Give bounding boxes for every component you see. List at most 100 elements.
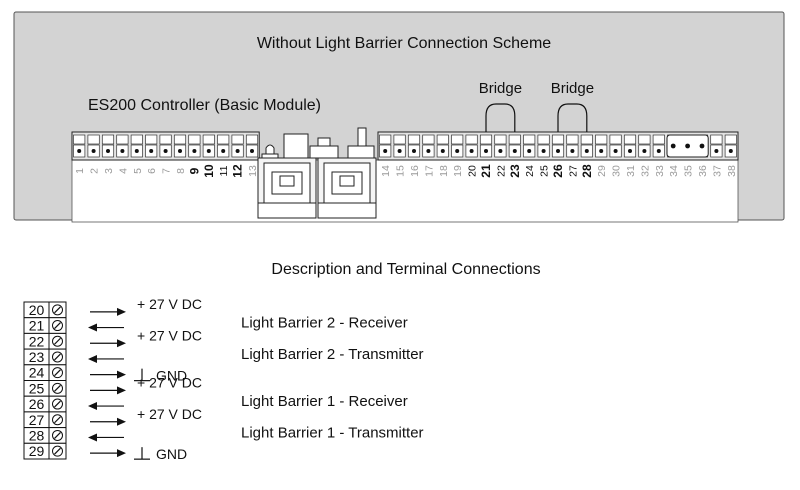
terminal-9: 9 (187, 134, 201, 174)
legend-terminal-number: 29 (29, 443, 45, 459)
svg-text:+ 27 V DC: + 27 V DC (137, 327, 202, 343)
terminal-number: 26 (551, 164, 565, 178)
terminal-10: 10 (202, 134, 216, 178)
terminal-number: 1 (74, 168, 86, 174)
terminal-number: 22 (495, 165, 507, 177)
terminal-2: 2 (87, 134, 101, 174)
terminal-number: 4 (117, 168, 129, 174)
terminal-number: 32 (639, 165, 651, 177)
controller-label: ES200 Controller (Basic Module) (88, 97, 321, 114)
terminal-number: 21 (479, 164, 493, 178)
terminal-number: 9 (187, 167, 201, 174)
terminal-number: 5 (132, 168, 144, 174)
terminal-number: 18 (438, 165, 450, 177)
supply-label: + 27 V DC (137, 406, 202, 422)
legend-terminal-number: 24 (29, 365, 45, 381)
terminal-number: 11 (218, 165, 230, 176)
svg-text:GND: GND (156, 368, 187, 384)
description-title: Description and Terminal Connections (271, 261, 540, 278)
terminal-28: 28 (580, 134, 594, 178)
terminal-29: 29 (595, 134, 608, 177)
terminal-25: 25 (537, 134, 551, 177)
svg-text:+ 27 V DC: + 27 V DC (137, 374, 202, 390)
terminal-24: 24 (523, 134, 536, 177)
legend-row-25: 25 (23, 380, 126, 397)
terminal-32: 32 (638, 134, 651, 177)
bridge-2: Bridge (551, 80, 594, 132)
terminal-6: 6 (145, 134, 158, 174)
legend-row-21: 21 (23, 317, 124, 334)
button-component (347, 127, 375, 159)
terminal-20: 20 (465, 134, 479, 177)
terminal-number: 14 (380, 165, 392, 177)
terminal-number: 3 (103, 168, 115, 174)
terminal-27: 27 (566, 134, 579, 177)
terminal-19: 19 (451, 134, 464, 177)
terminal-4: 4 (116, 134, 129, 174)
legend-row-22: 22 (23, 332, 126, 350)
bridge-wires: Bridge Bridge (479, 80, 594, 132)
scheme-title: Without Light Barrier Connection Scheme (257, 35, 551, 52)
terminal-number: 15 (395, 165, 407, 177)
terminal-15: 15 (393, 134, 407, 177)
svg-text:+ 27 V DC: + 27 V DC (137, 296, 202, 312)
terminal-12: 12 (231, 134, 245, 178)
terminal-number: 20 (467, 165, 479, 177)
terminal-number: 23 (508, 164, 522, 178)
legend-terminal-number: 25 (29, 380, 45, 396)
terminal-number: 8 (175, 168, 187, 174)
terminal-number: 31 (625, 165, 637, 177)
legend-terminal-number: 27 (29, 412, 45, 428)
bridge-label: Bridge (479, 80, 522, 97)
legend-terminal-number: 28 (29, 427, 45, 443)
legend-row-27: 27 (23, 411, 126, 429)
terminal-number: 33 (654, 165, 666, 177)
supply-label: + 27 V DC (137, 327, 202, 343)
supply-label: + 27 V DC (137, 374, 202, 390)
terminal-number: 35 (683, 165, 695, 177)
terminal-8: 8 (173, 134, 187, 174)
terminal-number: 29 (596, 165, 608, 177)
legend-row-28: 28 (23, 427, 124, 444)
terminal-number: 38 (726, 165, 738, 177)
terminal-23: 23 (508, 134, 522, 178)
terminal-number: 10 (202, 164, 216, 178)
terminal-18: 18 (436, 134, 450, 177)
terminal-31: 31 (623, 134, 637, 177)
terminal-number: 30 (611, 165, 623, 177)
terminal-30: 30 (609, 134, 623, 177)
terminal-11: 11 (217, 134, 230, 176)
terminal-14: 14 (379, 134, 392, 177)
terminal-number: 24 (524, 165, 536, 177)
terminal-38: 38 (724, 134, 738, 177)
terminal-number: 7 (161, 168, 173, 174)
terminal-number: 34 (668, 165, 680, 177)
supply-label: + 27 V DC (137, 296, 202, 312)
terminal-26: 26 (551, 134, 565, 178)
terminal-number: 25 (539, 165, 551, 177)
terminal-33: 33 (652, 134, 666, 177)
bridge-label: Bridge (551, 80, 594, 97)
terminal-base (71, 159, 739, 223)
legend-description: Light Barrier 1 - Receiver (241, 393, 408, 410)
legend-terminal-number: 22 (29, 333, 45, 349)
terminal-37: 37 (710, 134, 723, 177)
switch-component (283, 133, 339, 159)
svg-text:+ 27 V DC: + 27 V DC (137, 406, 202, 422)
terminal-7: 7 (159, 134, 173, 174)
legend-description: Light Barrier 2 - Receiver (241, 315, 408, 332)
terminal-17: 17 (422, 134, 435, 177)
svg-text:GND: GND (156, 446, 187, 462)
terminal-number: 17 (423, 165, 435, 177)
legend-terminal-number: 26 (29, 396, 45, 412)
terminal-number: 36 (697, 165, 709, 177)
legend-row-20: 20 (23, 301, 126, 319)
terminal-22: 22 (494, 134, 507, 177)
terminal-number: 16 (409, 165, 421, 177)
terminal-number: 27 (567, 165, 579, 177)
ground-label: GND (134, 446, 187, 462)
bridge-1: Bridge (479, 80, 522, 132)
